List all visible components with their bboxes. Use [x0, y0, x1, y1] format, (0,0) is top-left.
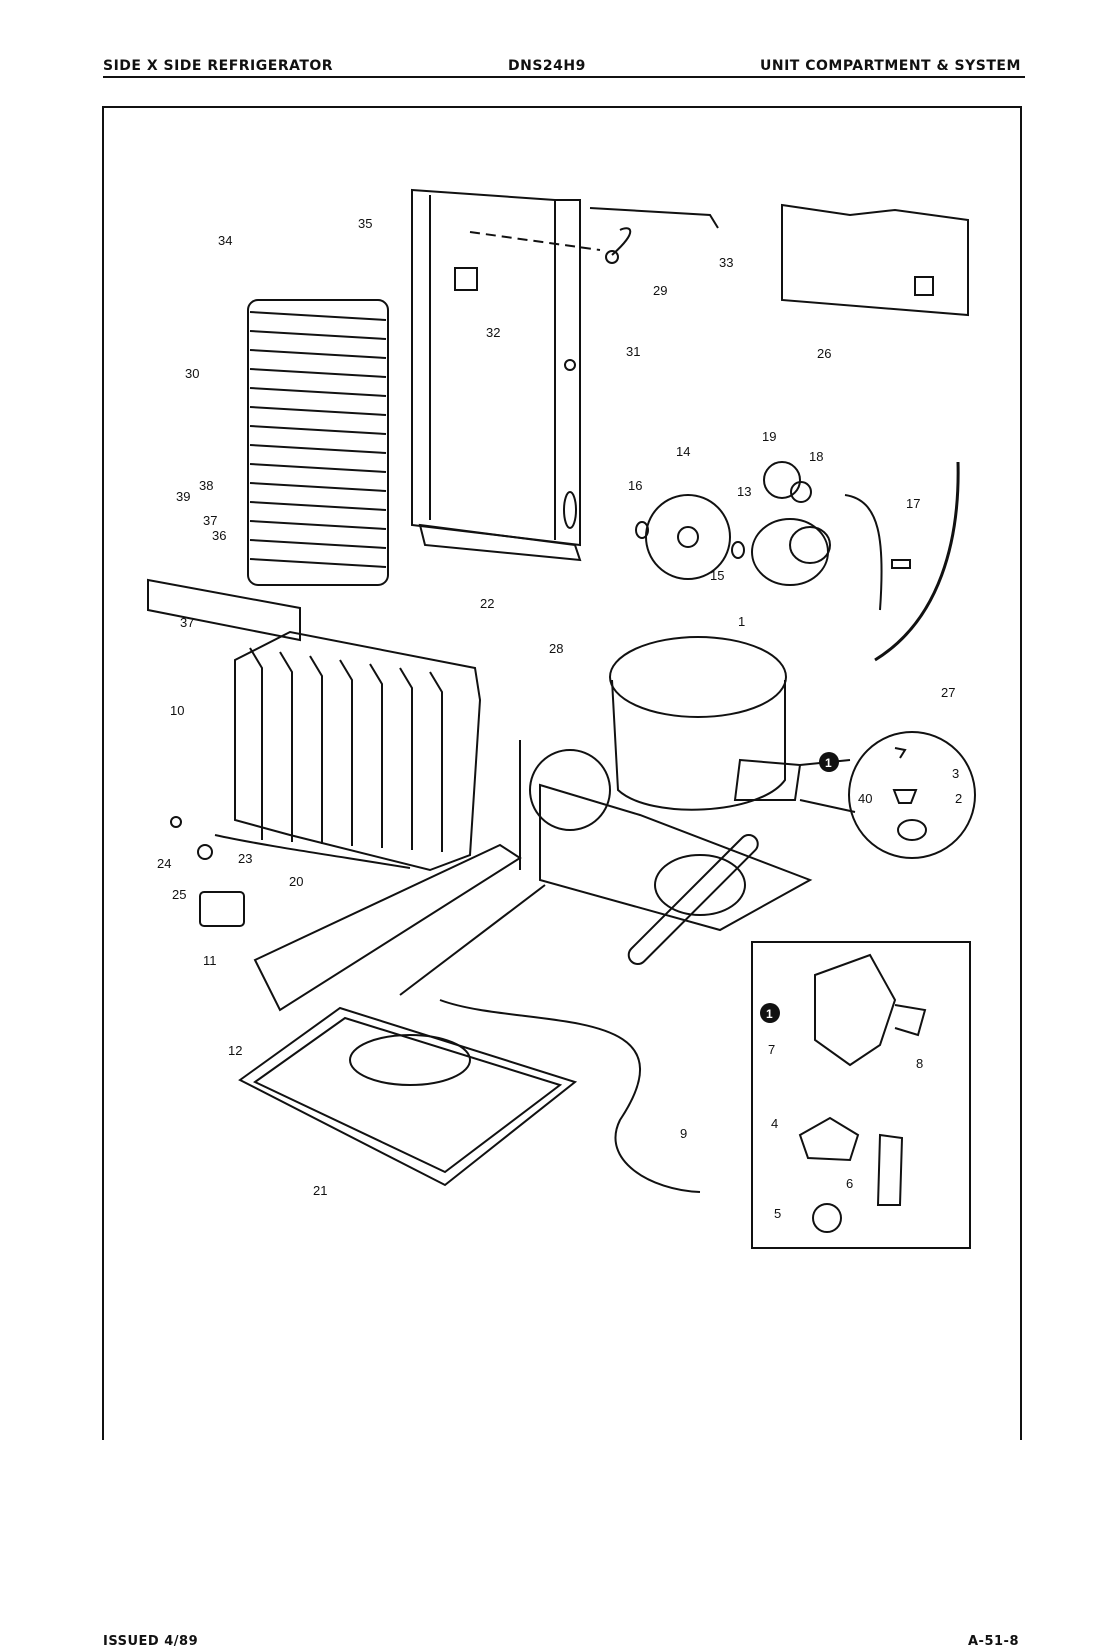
callout-9: 9 — [680, 1126, 687, 1141]
callout-24: 24 — [157, 856, 171, 871]
detail-marker-box — [760, 1003, 780, 1023]
diagram-frame — [102, 106, 1022, 1440]
callout-37: 37 — [203, 513, 217, 528]
callout-12: 12 — [228, 1043, 242, 1058]
detail-marker-box-label: 1 — [766, 1007, 773, 1021]
small-parts — [170, 816, 411, 927]
callout-23: 23 — [238, 851, 252, 866]
wire-harness — [469, 207, 719, 264]
detail-circle — [799, 731, 976, 859]
callout-33: 33 — [719, 255, 733, 270]
callout-19: 19 — [762, 429, 776, 444]
callout-14: 14 — [676, 444, 690, 459]
fan-motor — [751, 461, 911, 611]
callout-22: 22 — [480, 596, 494, 611]
compressor — [609, 636, 802, 811]
callout-18: 18 — [809, 449, 823, 464]
footer-issued: ISSUED 4/89 — [103, 1634, 199, 1649]
header-section: UNIT COMPARTMENT & SYSTEM — [760, 58, 1021, 74]
detail-marker-compressor-label: 1 — [825, 756, 832, 770]
callout-13: 13 — [737, 484, 751, 499]
callout-28: 28 — [549, 641, 563, 656]
callout-15: 15 — [710, 568, 724, 583]
callout-35: 35 — [358, 216, 372, 231]
base-pan — [529, 749, 813, 932]
cover-plate — [781, 203, 969, 317]
exploded-parts-diagram: 1 1 123456789101112131415161718192021222… — [102, 106, 1022, 1440]
header-model: DNS24H9 — [508, 58, 586, 74]
callout-37-lower: 37 — [180, 615, 194, 630]
callout-6: 6 — [846, 1176, 853, 1191]
callout-26: 26 — [817, 346, 831, 361]
callout-4: 4 — [771, 1116, 778, 1131]
relay-detail-box — [751, 941, 971, 1249]
footer-page: A-51-8 — [968, 1634, 1019, 1649]
callout-1: 1 — [738, 614, 745, 629]
header-title: SIDE X SIDE REFRIGERATOR — [103, 58, 334, 74]
condenser-coil — [247, 299, 389, 586]
callout-17: 17 — [906, 496, 920, 511]
callout-2: 2 — [955, 791, 962, 806]
callout-16: 16 — [628, 478, 642, 493]
detail-marker-compressor — [819, 752, 839, 772]
drain-trough — [418, 523, 582, 562]
base-frame — [253, 740, 759, 1012]
callout-3: 3 — [952, 766, 959, 781]
mounting-panel — [411, 188, 581, 547]
lower-bracket — [147, 578, 301, 642]
power-cord — [439, 999, 701, 1193]
callout-32: 32 — [486, 325, 500, 340]
condenser — [234, 630, 482, 872]
callout-31: 31 — [626, 344, 640, 359]
callout-27: 27 — [941, 685, 955, 700]
header-rule — [103, 76, 1025, 78]
callout-10: 10 — [170, 703, 184, 718]
callout-38: 38 — [199, 478, 213, 493]
callout-30: 30 — [185, 366, 199, 381]
callout-8: 8 — [916, 1056, 923, 1071]
callout-11: 11 — [203, 953, 217, 968]
callout-labels: 1234567891011121314151617181920212223242… — [157, 216, 962, 1221]
callout-21: 21 — [313, 1183, 327, 1198]
callout-7: 7 — [768, 1042, 775, 1057]
callout-5: 5 — [774, 1206, 781, 1221]
fan-blade — [635, 494, 745, 580]
callout-29: 29 — [653, 283, 667, 298]
callout-39: 39 — [176, 489, 190, 504]
callout-34: 34 — [218, 233, 232, 248]
callout-40: 40 — [858, 791, 872, 806]
drain-tube — [874, 461, 960, 662]
callout-20: 20 — [289, 874, 303, 889]
callout-36: 36 — [212, 528, 226, 543]
drip-tray — [238, 1006, 578, 1187]
callout-25: 25 — [172, 887, 186, 902]
